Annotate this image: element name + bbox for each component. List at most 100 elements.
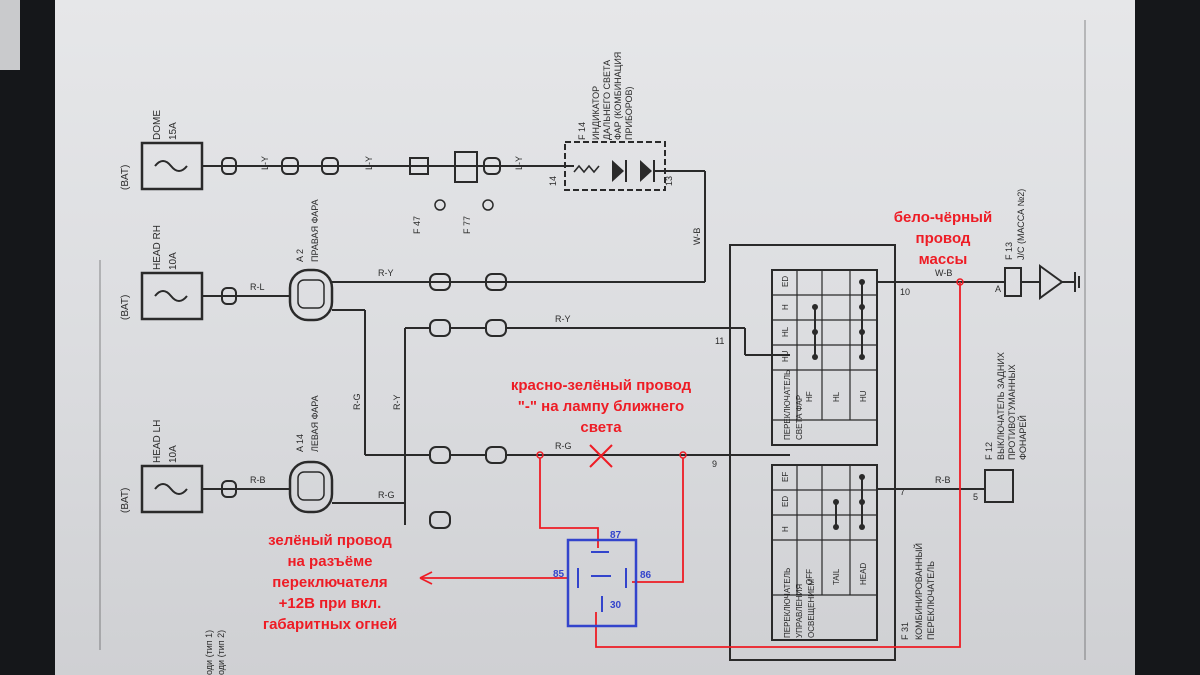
fuse-name: DOME	[152, 110, 163, 140]
fuse-rating: 10A	[168, 445, 179, 463]
fuse-bat-label: (BAT)	[120, 165, 131, 190]
wire-label: L-Y	[514, 156, 524, 170]
switch-title: ОСВЕЩЕНИЕМ	[807, 579, 816, 638]
fuse-head-lh: (BAT) HEAD LH 10A	[120, 420, 204, 514]
ground-pin: A	[995, 284, 1001, 294]
switch-row: HL	[832, 391, 841, 402]
fog-switch: R-B 5 F 12 ВЫКЛЮЧАТЕЛЬ ЗАДНИХ ПРОТИВОТУМ…	[877, 352, 1028, 503]
wire-label: R-B	[935, 475, 951, 485]
ground-circuit: W-B A F 13 J/C (МАССА №2)	[877, 189, 1080, 300]
wire-label: R-G	[555, 441, 572, 451]
connector-label: F 77	[462, 216, 472, 234]
annotation-line: красно-зелёный провод	[511, 377, 692, 394]
indicator-label: ИНДИКАТОР	[591, 86, 601, 140]
annotation-ground-wire: бело-чёрный провод массы	[894, 209, 992, 268]
switch-pin: 7	[900, 487, 905, 497]
fog-label: ВЫКЛЮЧАТЕЛЬ ЗАДНИХ	[996, 352, 1006, 460]
headlamp-label: ЛЕВАЯ ФАРА	[310, 395, 320, 452]
annotation-line: габаритных огней	[263, 616, 397, 633]
switch-col: ED	[781, 496, 790, 507]
switch-code: F 31	[900, 622, 910, 640]
wire-label: R-Y	[392, 395, 402, 411]
switch-col: EF	[781, 472, 790, 482]
main-wires: R-Y R-G R-Y R-G R-Y R-G	[332, 268, 790, 529]
relay-pin: 87	[610, 530, 622, 541]
fuse-bat-label: (BAT)	[120, 295, 131, 320]
indicator-label: ДАЛЬНЕГО СВЕТА	[602, 60, 612, 140]
fuse-rating: 10A	[168, 252, 179, 270]
relay-pin: 30	[610, 600, 622, 611]
headlamp-code: A 2	[295, 249, 305, 262]
wire-label: R-Y	[555, 314, 571, 324]
fuse-dome: (BAT) DOME 15A	[120, 110, 204, 191]
relay: 87 85 86 30	[553, 530, 652, 628]
switch-pin: 9	[712, 459, 717, 469]
wire-label: W-B	[935, 268, 952, 278]
indicator-pin: 14	[548, 176, 558, 186]
switch-row: TAIL	[832, 568, 841, 585]
switch-pin: 11	[715, 336, 724, 346]
left-headlamp: A 14 ЛЕВАЯ ФАРА	[288, 395, 334, 514]
annotation-line: провод	[916, 230, 971, 247]
footer-text: оди (тип 2)	[216, 630, 226, 675]
wire-label: L-Y	[260, 156, 270, 170]
indicator-label: ФАР (КОМБИНАЦИЯ	[613, 52, 623, 140]
switch-col: HU	[781, 350, 790, 362]
switch-title: СВЕТА ФАР	[795, 395, 804, 440]
fuse-head-rh: (BAT) HEAD RH 10A	[120, 225, 204, 321]
high-beam-indicator: F 14 ИНДИКАТОР ДАЛЬНЕГО СВЕТА ФАР (КОМБИ…	[548, 52, 705, 191]
fog-pin: 5	[973, 492, 978, 502]
annotation-green-wire: зелёный провод на разъёме переключателя …	[263, 532, 397, 633]
switch-row: HEAD	[859, 563, 868, 585]
relay-pin: 85	[553, 569, 565, 580]
ground-code: F 13	[1004, 242, 1014, 260]
combination-switch: HU HL H ED HF HL HU ПЕРЕКЛЮЧАТЕЛЬ СВЕТА …	[712, 244, 936, 661]
right-headlamp: A 2 ПРАВАЯ ФАРА	[288, 199, 334, 322]
switch-row: HF	[805, 391, 814, 402]
annotation-line: зелёный провод	[268, 532, 392, 549]
wire-label: R-Y	[378, 268, 394, 278]
fuse-rating: 15A	[168, 122, 179, 140]
footer-text: оди (тип 1)	[204, 630, 214, 675]
ground-label: J/C (МАССА №2)	[1016, 189, 1026, 260]
annotation-line: бело-чёрный	[894, 209, 992, 226]
fuse-bat-label: (BAT)	[120, 488, 131, 513]
dome-circuit: L-Y L-Y L-Y F 47 F 77	[202, 151, 560, 234]
fog-label: ПРОТИВОТУМАННЫХ	[1007, 364, 1017, 460]
switch-title: ПЕРЕКЛЮЧАТЕЛЬ	[783, 568, 792, 638]
schematic-sheet	[55, 0, 1135, 675]
annotation-line: "-" на лампу ближнего	[518, 398, 684, 415]
fuse-name: HEAD LH	[152, 420, 163, 463]
annotation-line: +12В при вкл.	[279, 595, 382, 612]
indicator-label: ПРИБОРОВ)	[624, 86, 634, 140]
annotation-line: переключателя	[272, 574, 387, 591]
switch-title: ПЕРЕКЛЮЧАТЕЛЬ	[783, 370, 792, 440]
switch-col: HL	[781, 326, 790, 337]
indicator-code: F 14	[577, 122, 587, 140]
switch-col: ED	[781, 276, 790, 287]
wire-label: L-Y	[364, 156, 374, 170]
wire-label: R-L	[250, 282, 265, 292]
switch-title: КОМБИНИРОВАННЫЙ	[913, 543, 924, 640]
switch-pin: 10	[900, 287, 910, 297]
indicator-pin: 13	[664, 176, 674, 186]
wire-label: R-G	[378, 490, 395, 500]
fog-code: F 12	[984, 442, 994, 460]
switch-col: H	[781, 526, 790, 532]
headlamp-code: A 14	[295, 434, 305, 452]
headlamp-label: ПРАВАЯ ФАРА	[310, 199, 320, 262]
annotation-line: света	[580, 419, 622, 436]
wire-label: W-B	[692, 228, 702, 245]
background-left	[0, 0, 55, 675]
background-right	[1135, 0, 1200, 675]
fog-label: ФОНАРЕЙ	[1017, 415, 1028, 460]
glare	[0, 0, 20, 70]
connector-label: F 47	[412, 216, 422, 234]
annotation-line: массы	[919, 251, 968, 268]
annotation-low-beam: красно-зелёный провод "-" на лампу ближн…	[511, 377, 692, 436]
wire-label: R-B	[250, 475, 266, 485]
switch-title: УПРАВЛЕНИЯ	[795, 584, 804, 638]
feed-lines: R-L R-B	[202, 282, 290, 498]
relay-pin: 86	[640, 570, 652, 581]
